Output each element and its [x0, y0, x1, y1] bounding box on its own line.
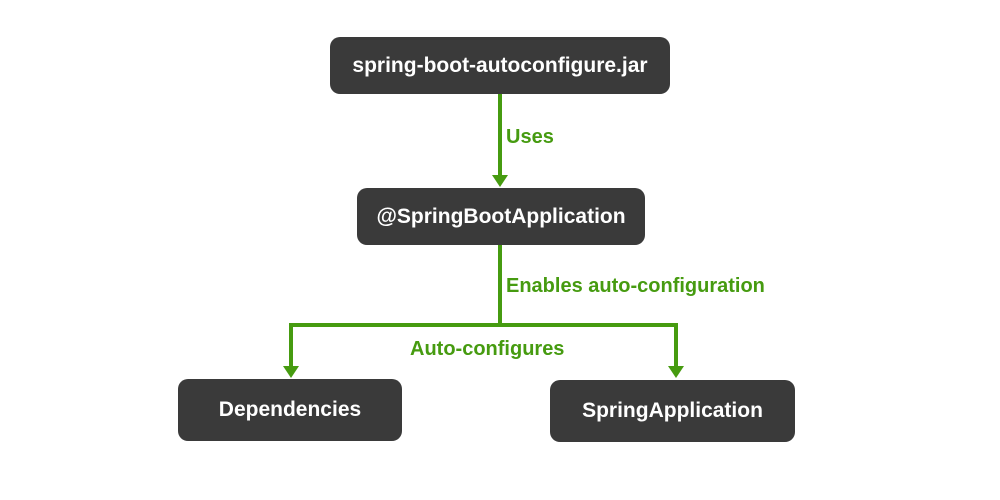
- node-label: Dependencies: [218, 398, 362, 421]
- arrowhead-down-icon: [668, 366, 684, 378]
- arrowhead-down-icon: [283, 366, 299, 378]
- arrowhead-down-icon: [492, 175, 508, 187]
- node-dependencies: Dependencies: [178, 379, 402, 441]
- edge-label-auto-configures: Auto-configures: [410, 338, 565, 360]
- edge-label-uses: Uses: [506, 126, 554, 148]
- node-label: @SpringBootApplication: [376, 204, 626, 228]
- edge-label-enables-auto-configuration: Enables auto-configuration: [506, 275, 765, 297]
- node-label: SpringApplication: [582, 399, 763, 422]
- node-spring-application: SpringApplication: [550, 380, 795, 442]
- node-spring-boot-application-annotation: @SpringBootApplication: [357, 188, 645, 245]
- node-spring-boot-autoconfigure-jar: spring-boot-autoconfigure.jar: [330, 37, 670, 94]
- node-label: spring-boot-autoconfigure.jar: [352, 53, 648, 77]
